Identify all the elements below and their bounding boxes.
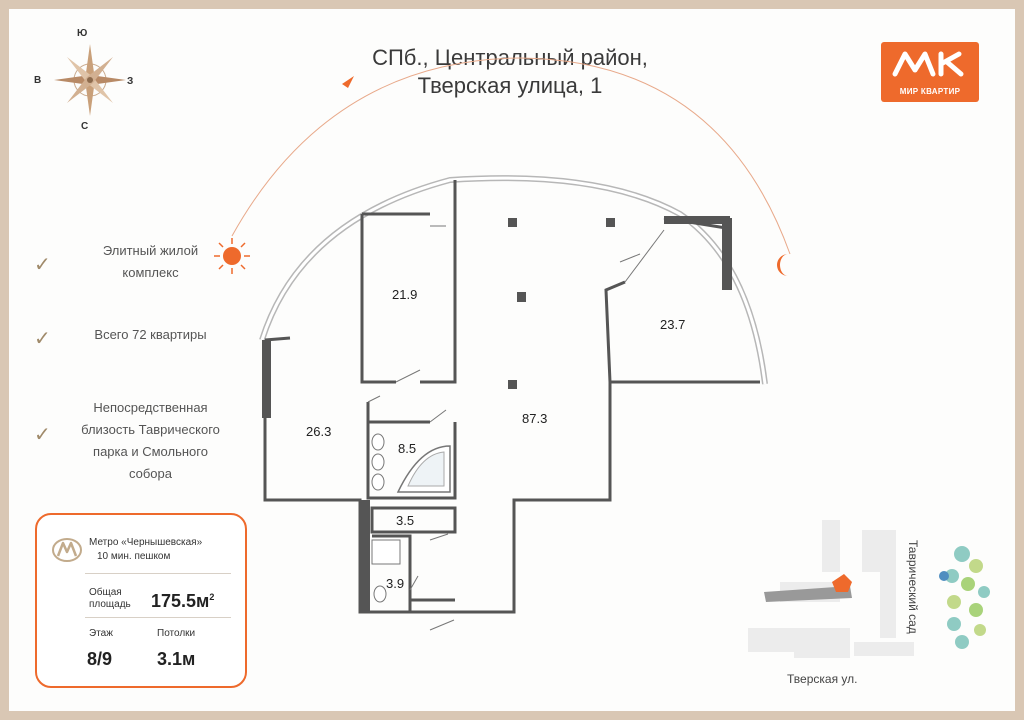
address-title: СПб., Центральный район, Тверская улица,… xyxy=(340,44,680,100)
checkmark-icon: ✓ xyxy=(34,328,51,350)
card-divider xyxy=(85,617,231,618)
metro-icon xyxy=(52,538,82,562)
compass-bottom-label: С xyxy=(81,121,89,132)
feature-elite: Элитный жилой комплекс xyxy=(102,243,199,280)
ceiling-label: Потолки xyxy=(157,628,196,639)
compass-rose xyxy=(45,30,135,130)
checkmark-icon: ✓ xyxy=(34,424,51,446)
street-label: Тверская ул. xyxy=(787,672,858,686)
address-line-1: СПб., Центральный район, xyxy=(372,45,648,70)
room-area-bedroom-left: 26.3 xyxy=(306,424,332,439)
feature-location: Непосредственная близость Таврического п… xyxy=(81,400,220,481)
info-card: Метро «Чернышевская» 10 мин. пешком Обща… xyxy=(35,513,247,688)
compass-rose-icon xyxy=(54,44,126,116)
card-divider xyxy=(85,573,231,574)
location-map xyxy=(748,520,990,658)
room-area-living: 87.3 xyxy=(522,411,548,426)
garden-label: Таврический сад xyxy=(906,540,920,634)
brand-logo-mark xyxy=(892,51,964,77)
area-value: 175.5м2 xyxy=(151,591,215,611)
metro-name: Метро «Чернышевская» xyxy=(89,537,203,548)
room-area-wc: 3.9 xyxy=(386,576,405,591)
feature-apartments: Всего 72 квартиры xyxy=(94,327,207,342)
room-area-bedroom: 21.9 xyxy=(392,287,418,302)
floor-label: Этаж xyxy=(89,628,113,639)
ceiling-value: 3.1м xyxy=(157,649,196,669)
floor-value: 8/9 xyxy=(87,649,113,669)
metro-walk-time: 10 мин. пешком xyxy=(97,551,171,562)
compass-right-label: З xyxy=(127,76,134,87)
checkmark-icon: ✓ xyxy=(34,254,51,276)
compass-top-label: Ю xyxy=(77,28,88,39)
moon-icon xyxy=(777,254,788,276)
room-area-storage: 3.5 xyxy=(396,513,415,528)
room-area-bathroom: 8.5 xyxy=(398,441,417,456)
area-label: Общая площадь xyxy=(89,587,131,610)
brand-logo: МИР КВАРТИР xyxy=(881,42,979,102)
room-area-bedroom-right: 23.7 xyxy=(660,317,686,332)
compass-left-label: В xyxy=(34,75,42,86)
brand-name: МИР КВАРТИР xyxy=(899,87,961,96)
park-trees xyxy=(939,546,990,649)
sun-icon xyxy=(214,238,250,274)
address-line-2: Тверская улица, 1 xyxy=(417,73,603,98)
